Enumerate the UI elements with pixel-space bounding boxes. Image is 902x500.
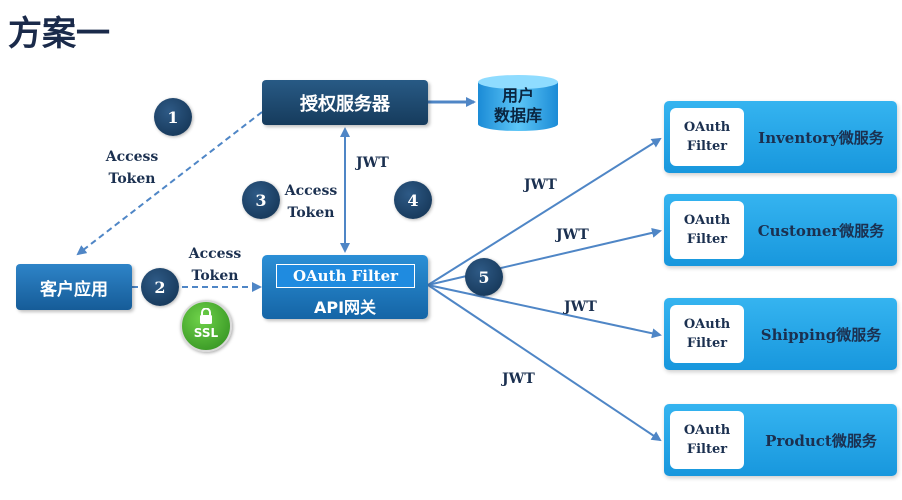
db-label-line-1: 用户 (501, 86, 534, 105)
ssl-badge: SSL (180, 300, 232, 352)
service-oauth-filter: OAuth Filter (670, 411, 744, 469)
filter-line-2: Filter (686, 442, 728, 457)
filter-line-1: OAuth (683, 317, 731, 332)
access-token-label-1: Access Token (100, 146, 164, 190)
label-line: Access (284, 183, 338, 199)
service-name: Customer微服务 (757, 221, 885, 240)
database-icon (478, 75, 558, 131)
label-line: Access (188, 246, 242, 262)
jwt-label-customer: JWT (556, 227, 589, 243)
jwt-label-inventory: JWT (524, 177, 557, 193)
service-customer: OAuth Filter Customer微服务 (664, 194, 897, 266)
service-oauth-filter: OAuth Filter (670, 305, 744, 363)
filter-line-1: OAuth (683, 213, 731, 228)
arrow-gateway-to-shipping (427, 284, 662, 339)
filter-line-2: Filter (686, 336, 728, 351)
db-label-line-2: 数据库 (493, 106, 542, 125)
service-oauth-filter: OAuth Filter (670, 201, 744, 259)
jwt-label-product: JWT (502, 371, 535, 387)
jwt-label-shipping: JWT (564, 299, 597, 315)
gateway-label: API网关 (313, 298, 377, 317)
client-app-node: 客户应用 (16, 264, 132, 310)
jwt-label-auth: JWT (356, 155, 389, 171)
auth-server-node: 授权服务器 (262, 80, 428, 125)
filter-line-1: OAuth (683, 423, 731, 438)
label-line: Access (105, 149, 159, 165)
filter-line-1: OAuth (683, 120, 731, 135)
label-line: Token (108, 171, 156, 187)
access-token-label-3: Access Token (279, 180, 343, 224)
arrow-auth-to-client (76, 111, 263, 256)
service-oauth-filter: OAuth Filter (670, 108, 744, 166)
step-3-badge: 3 (242, 181, 280, 219)
step-5-badge: 5 (465, 258, 503, 296)
api-gateway-node: OAuth Filter API网关 (262, 255, 428, 319)
lock-icon (200, 308, 212, 324)
access-token-label-2: Access Token (183, 243, 247, 287)
arrow-gateway-to-product (427, 284, 662, 442)
filter-line-2: Filter (686, 232, 728, 247)
service-name: Inventory微服务 (758, 128, 884, 147)
service-shipping: OAuth Filter Shipping微服务 (664, 298, 897, 370)
user-database-node: 用户 数据库 (476, 74, 560, 132)
step-2-badge: 2 (141, 268, 179, 306)
arrow-gateway-to-inventory (427, 137, 662, 286)
ssl-label: SSL (193, 326, 219, 340)
service-inventory: OAuth Filter Inventory微服务 (664, 101, 897, 173)
service-name: Product微服务 (765, 431, 877, 450)
service-name: Shipping微服务 (760, 325, 882, 344)
arrow-gateway-to-customer (427, 227, 662, 286)
step-1-badge: 1 (154, 98, 192, 136)
filter-line-2: Filter (686, 139, 728, 154)
page-title: 方案一 (8, 14, 110, 54)
step-4-badge: 4 (394, 181, 432, 219)
label-line: Token (191, 268, 239, 284)
gateway-oauth-filter: OAuth Filter (276, 264, 415, 288)
label-line: Token (287, 205, 335, 221)
service-product: OAuth Filter Product微服务 (664, 404, 897, 476)
